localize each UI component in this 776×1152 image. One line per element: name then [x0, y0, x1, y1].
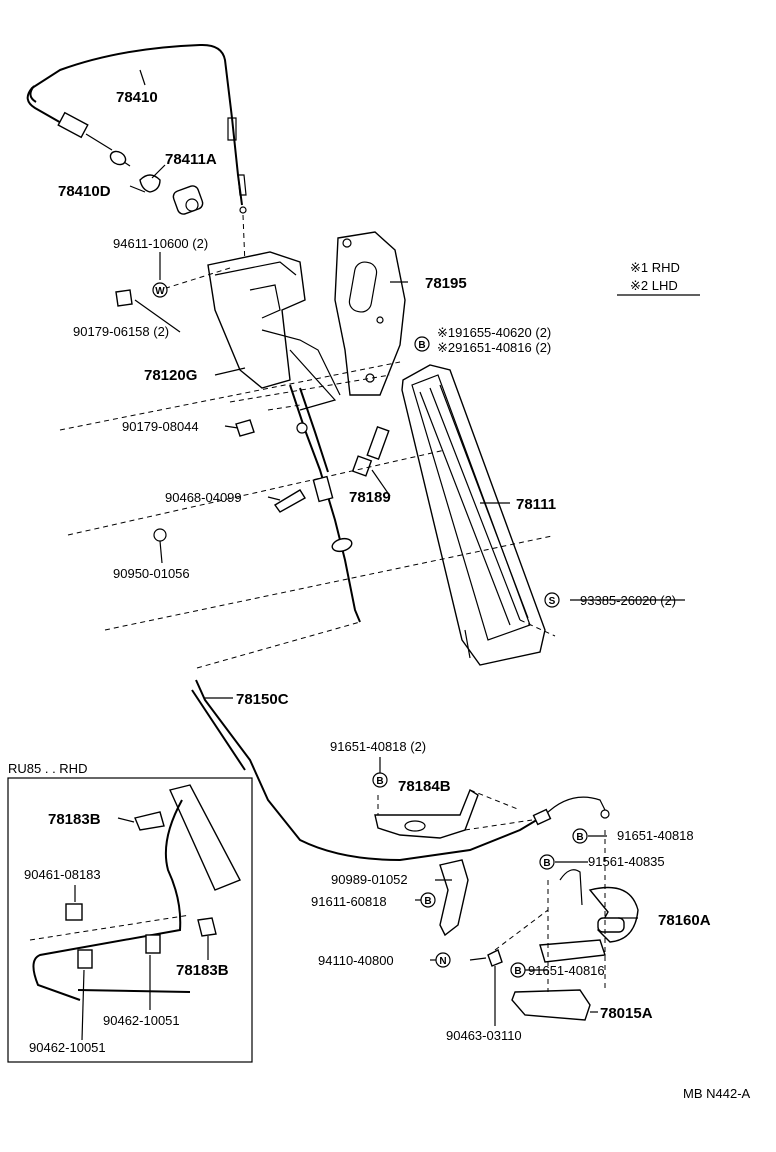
label-90463-03110: 90463-03110 — [446, 1028, 522, 1043]
label-90989-01052: 90989-01052 — [331, 872, 408, 887]
clip-90468 — [273, 489, 306, 513]
label-90179-06158: 90179-06158 (2) — [73, 324, 169, 339]
symbol-w: W — [152, 282, 168, 298]
inset-ru85 — [7, 777, 253, 1063]
label-91611-60818: 91611-60818 — [311, 894, 387, 909]
dashed-guides — [59, 267, 556, 669]
label-78410D: 78410D — [58, 183, 111, 200]
label-94110-40800: 94110-40800 — [318, 953, 394, 968]
label-90950-01056: 90950-01056 — [113, 566, 190, 581]
legend: ※1 RHD ※2 LHD — [617, 260, 700, 296]
symbol-b-91651-40816: B — [510, 962, 526, 978]
label-91651-40818: 91651-40818 — [617, 828, 694, 843]
svg-text:B: B — [424, 896, 431, 907]
pedal-arm — [289, 384, 361, 623]
symbol-b-91561: B — [539, 854, 555, 870]
pedal-bracket-78120G — [207, 251, 341, 411]
svg-text:W: W — [155, 286, 165, 297]
symbol-s: S — [544, 592, 560, 608]
label-78410: 78410 — [116, 89, 158, 106]
grommet-90950 — [153, 528, 167, 542]
label-78120G: 78120G — [144, 367, 197, 384]
bracket-90989 — [439, 859, 469, 937]
label-78411A: 78411A — [165, 151, 217, 168]
symbol-n: N — [435, 952, 451, 968]
svg-text:B: B — [418, 340, 425, 351]
bushing-78410D — [139, 174, 161, 193]
label-78183B-top: 78183B — [48, 811, 101, 828]
symbol-b-upper: B — [414, 336, 430, 352]
label-78111: 78111 — [516, 496, 556, 513]
svg-text:B: B — [543, 858, 550, 869]
stopper-bolt-78189 — [351, 425, 390, 477]
bracket-78184B — [374, 788, 533, 839]
legend-lhd: ※2 LHD — [630, 278, 678, 293]
svg-text:B: B — [514, 966, 521, 977]
nut-90179-08044 — [235, 419, 255, 437]
label-94611-10600: 94611-10600 (2) — [113, 236, 208, 251]
bracket-78195 — [334, 231, 406, 396]
inset-title: RU85 . . RHD — [8, 761, 87, 776]
symbol-b-91611: B — [420, 892, 436, 908]
label-90461-08183: 90461-08183 — [24, 867, 101, 882]
label-90462-10051-a: 90462-10051 — [103, 1013, 180, 1028]
symbol-b-91651: B — [572, 828, 588, 844]
lever-78160A — [559, 869, 639, 943]
label-78015A: 78015A — [600, 1005, 653, 1022]
legend-rhd: ※1 RHD — [630, 260, 680, 275]
diagram-code: MB N442-A — [683, 1086, 751, 1101]
cap-78411A — [172, 185, 204, 215]
label-291651-40816: ※291651-40816 (2) — [437, 340, 551, 355]
label-78183B-right: 78183B — [176, 962, 229, 979]
accelerator-cable-78150C — [191, 679, 610, 862]
label-78189: 78189 — [349, 489, 391, 506]
svg-text:B: B — [376, 776, 383, 787]
label-91655-40620: ※191655-40620 (2) — [437, 325, 551, 340]
throttle-cable-upper — [26, 43, 247, 266]
label-93385-26020: 93385-26020 (2) — [580, 593, 676, 608]
label-91561-40835: 91561-40835 — [588, 854, 665, 869]
label-90179-08044: 90179-08044 — [122, 419, 199, 434]
label-90468-04099: 90468-04099 — [165, 490, 242, 505]
label-78184B: 78184B — [398, 778, 451, 795]
accelerator-pedal-78111 — [401, 364, 546, 666]
label-78195: 78195 — [425, 275, 467, 292]
clip-90179-06158 — [115, 289, 133, 307]
bracket-78015A — [511, 830, 606, 1021]
label-78160A: 78160A — [658, 912, 711, 929]
symbol-b-78184B: B — [372, 772, 388, 788]
label-78150C: 78150C — [236, 691, 289, 708]
svg-text:N: N — [439, 956, 446, 967]
svg-text:B: B — [576, 832, 583, 843]
svg-text:S: S — [549, 596, 556, 607]
label-90462-10051-b: 90462-10051 — [29, 1040, 106, 1055]
label-91651-40818-2: 91651-40818 (2) — [330, 739, 426, 754]
label-91651-40816: 91651-40816 — [528, 963, 605, 978]
clip-90463 — [487, 909, 549, 967]
